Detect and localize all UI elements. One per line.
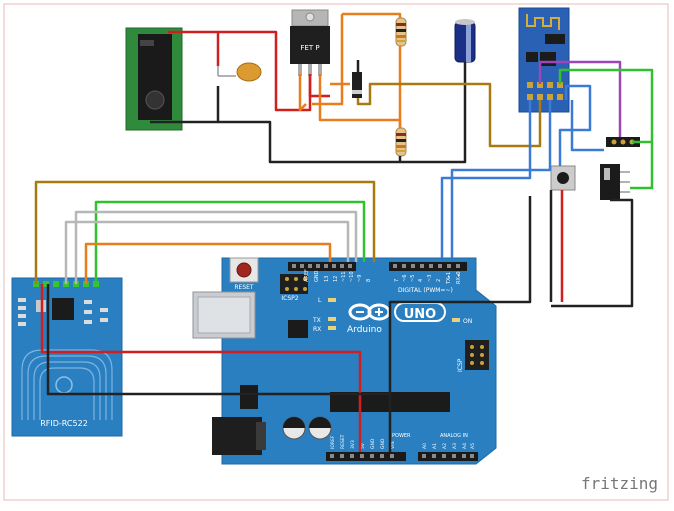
- dc-jack: [212, 417, 262, 455]
- power-pin-ioref: IOREF: [330, 435, 336, 449]
- wire-red-rfid: [40, 284, 362, 452]
- board-regulator: [240, 385, 258, 409]
- pin-label-7: 7: [394, 279, 400, 282]
- power-pin-gnd1: GND: [370, 438, 376, 449]
- icsp2-header: [280, 274, 308, 294]
- voltage-regulator: FET P: [290, 9, 330, 76]
- push-button: [550, 165, 576, 191]
- analog-pin-a2: A2: [442, 443, 448, 449]
- pin-label-5: ~5: [410, 275, 416, 282]
- wire-orange-rfid: [84, 242, 332, 284]
- arduino-uno-board: RESET ICSP2 AREF GND 13 12 ~11 ~10 ~9 8 …: [192, 257, 497, 465]
- digital-header-left: [288, 262, 356, 271]
- power-pin-reset: RESET: [340, 434, 346, 449]
- arduino-brand-label: Arduino: [347, 325, 382, 335]
- power-pin-gnd2: GND: [380, 438, 386, 449]
- pin-label-0: RX◂0: [456, 271, 462, 284]
- icsp-header: [465, 340, 489, 370]
- analog-pin-a4: A4: [462, 443, 468, 449]
- usb-chip: [288, 320, 308, 338]
- pin-label-9: ~9: [357, 275, 363, 282]
- digital-label: DIGITAL (PWM=~): [398, 287, 453, 294]
- fritzing-watermark: fritzing: [581, 474, 658, 493]
- analog-pin-a1: A1: [432, 443, 438, 449]
- led-on: [452, 318, 460, 322]
- pin-label-aref: AREF: [304, 269, 310, 282]
- rfid-chip: [52, 298, 74, 320]
- rfid-label: RFID-RC522: [40, 419, 88, 428]
- pin-label-10: ~10: [349, 271, 355, 282]
- power-pin-vin: VIN: [390, 441, 396, 449]
- wire-red-jack: [168, 30, 312, 112]
- icsp2-label: ICSP2: [281, 295, 298, 302]
- wires: [34, 12, 654, 452]
- rfid-rc522-module: RFID-RC522: [11, 277, 123, 437]
- resistor-top: [395, 17, 407, 47]
- power-header: [326, 452, 406, 461]
- reset-label: RESET: [234, 284, 254, 291]
- pin-label-gnd: GND: [314, 270, 320, 282]
- ceramic-capacitor: [217, 62, 262, 82]
- analog-header: [418, 452, 478, 461]
- analog-label: ANALOG IN: [440, 433, 468, 439]
- power-pin-3v3: 3V3: [350, 440, 356, 449]
- esp8266-module: [518, 7, 570, 113]
- led-tx: [328, 317, 336, 321]
- power-pin-5v: 5V: [360, 442, 366, 449]
- on-label: ON: [463, 318, 472, 325]
- tx-label: TX: [312, 317, 321, 324]
- pin-label-1: TX▸1: [446, 272, 452, 285]
- wire-gray-rfid-1: [74, 210, 358, 284]
- pin-label-11: ~11: [341, 271, 347, 282]
- resistor-bottom: [395, 127, 407, 157]
- wire-green-esp: [558, 68, 654, 190]
- analog-pin-a5: A5: [470, 443, 476, 449]
- analog-pin-labels: A0 A1 A2 A3 A4 A5: [422, 443, 476, 449]
- wire-blue-rx: [440, 100, 532, 258]
- diode: [352, 72, 362, 98]
- led-rx: [328, 326, 336, 330]
- wire-black-button: [388, 196, 532, 452]
- electrolytic-capacitor: [454, 19, 476, 63]
- power-label: POWER: [392, 433, 411, 439]
- wire-purple-esp: [538, 60, 622, 137]
- led-l: [328, 298, 336, 302]
- pin-label-12: 12: [333, 276, 339, 282]
- uno-label: UNO: [404, 307, 437, 322]
- top-pin-labels: AREF GND 13 12 ~11 ~10 ~9 8 7 ~6 ~5 4 ~3…: [304, 269, 462, 285]
- icsp-label: ICSP: [457, 358, 464, 372]
- rx-label: RX: [313, 326, 321, 333]
- pin-label-13: 13: [324, 276, 330, 282]
- wire-gray-rfid-2: [64, 220, 350, 284]
- led-l-label: L: [318, 297, 322, 304]
- wire-black-rfid: [46, 284, 390, 396]
- wire-brown-rfid: [34, 180, 376, 284]
- pin-label-8: 8: [366, 279, 372, 282]
- power-pin-labels: IOREF RESET 3V3 5V GND GND VIN: [330, 434, 396, 449]
- digital-header-right: [389, 262, 467, 271]
- pin-label-6: ~6: [402, 275, 408, 282]
- wire-blue-tx: [450, 100, 552, 258]
- slide-switch: [600, 164, 630, 200]
- analog-pin-a3: A3: [452, 443, 458, 449]
- pin-label-4: 4: [418, 279, 424, 282]
- wire-black-jack: [150, 62, 467, 164]
- pin-label-2: 2: [436, 279, 442, 282]
- analog-pin-a0: A0: [422, 443, 428, 449]
- regulator-label: FET P: [300, 44, 319, 52]
- pin-label-3: ~3: [427, 275, 433, 282]
- dc-jack-module: [125, 27, 183, 131]
